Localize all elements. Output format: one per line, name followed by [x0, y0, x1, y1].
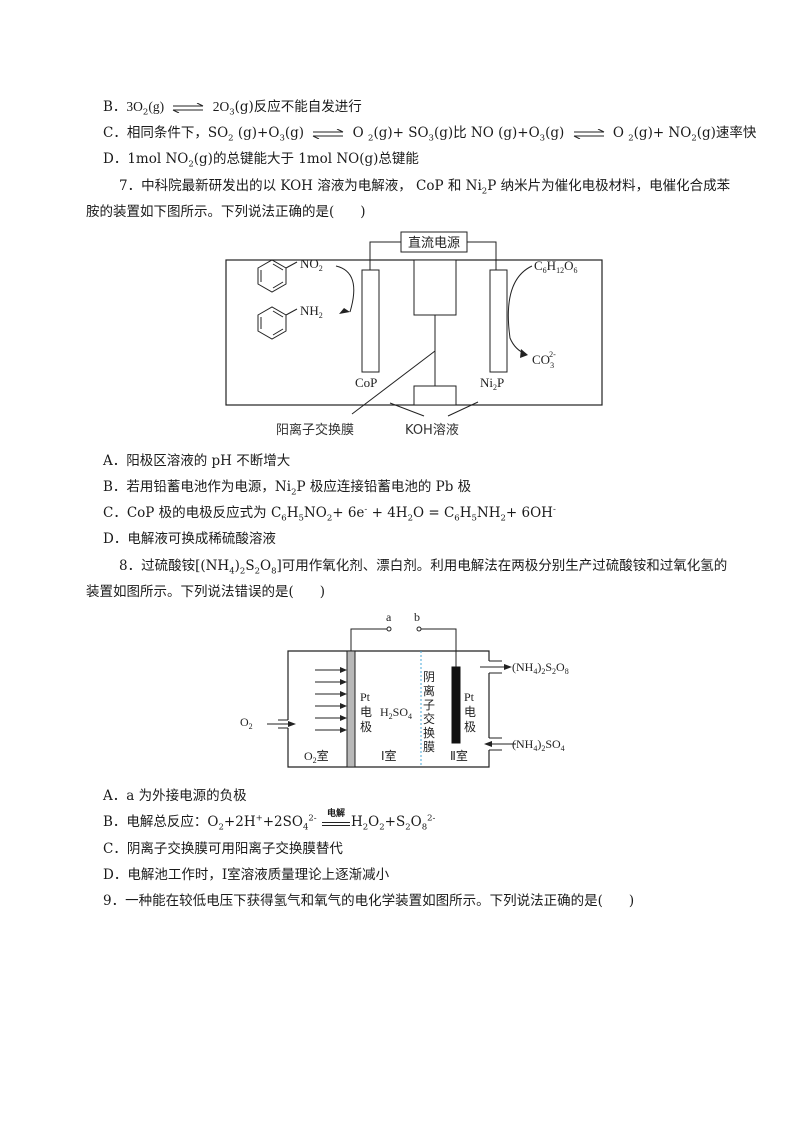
q9-stem: 9．一种能在较低电压下获得氢气和氧气的电化学装置如图所示。下列说法正确的是(): [103, 893, 635, 909]
svg-text:极: 极: [360, 720, 372, 734]
svg-text:b: b: [414, 610, 420, 624]
q6-option-d: D．1mol NO2(g)的总键能大于 1mol NO(g)总键能: [103, 151, 419, 170]
svg-text:阴: 阴: [423, 670, 435, 684]
equilibrium-arrow-icon: [173, 102, 204, 113]
q6-option-b: B．3O2(g) 2O3(g)反应不能自发进行: [103, 99, 362, 118]
svg-text:Ⅰ室: Ⅰ室: [381, 748, 397, 763]
equilibrium-arrow-icon: [313, 128, 344, 139]
q7-option-c: C．CoP 极的电极反应式为 C6H5NO2+ 6e- + 4H2O = C6H…: [103, 504, 556, 524]
solution-label: KOH溶液: [405, 423, 459, 438]
q8-electrolysis-diagram: a b O2 O2室 Pt 电 极 Pt 电 极: [240, 610, 569, 768]
svg-text:NH2: NH2: [300, 303, 323, 320]
svg-text:Ni2P: Ni2P: [480, 375, 504, 392]
equilibrium-arrow-icon: [573, 128, 604, 139]
q8-stem-line2: 装置如图所示。下列说法错误的是(): [86, 584, 326, 600]
svg-text:Pt: Pt: [464, 690, 475, 704]
svg-text:(NH4)2S2O8: (NH4)2S2O8: [512, 660, 569, 676]
svg-text:电: 电: [360, 705, 372, 719]
q7-electrolysis-diagram: 直流电源 NO2 NH2 CoP Ni2P C6H12O6 CO32- 阳离子交…: [225, 231, 603, 438]
svg-text:电: 电: [464, 705, 476, 719]
q8-option-a: A．a 为外接电源的负极: [103, 788, 247, 804]
svg-text:(NH4)2SO4: (NH4)2SO4: [512, 737, 565, 753]
svg-text:C6H12O6: C6H12O6: [534, 258, 577, 275]
svg-text:子: 子: [423, 698, 435, 712]
q8-option-d: D．电解池工作时，Ⅰ室溶液质量理论上逐渐减小: [103, 867, 390, 883]
svg-text:膜: 膜: [423, 740, 435, 754]
svg-text:交: 交: [423, 711, 435, 726]
svg-text:NO2: NO2: [300, 256, 323, 273]
q7-stem-line1: 7．中科院最新研发出的以 KOH 溶液为电解液， CoP 和 Ni2P 纳米片为…: [119, 178, 731, 197]
power-source-label: 直流电源: [408, 236, 460, 251]
membrane-label: 阳离子交换膜: [276, 422, 354, 438]
svg-text:离: 离: [423, 683, 435, 698]
svg-text:极: 极: [464, 720, 476, 734]
svg-text:Pt: Pt: [360, 690, 371, 704]
q7-stem-line2: 胺的装置如下图所示。下列说法正确的是(): [86, 204, 366, 220]
q7-option-b: B．若用铅蓄电池作为电源，Ni2P 极应连接铅蓄电池的 Pb 极: [103, 479, 472, 498]
svg-text:O2: O2: [240, 715, 253, 731]
q7-option-a: A．阳极区溶液的 pH 不断增大: [103, 453, 291, 469]
svg-text:CO32-: CO32-: [532, 350, 556, 370]
q7-option-d: D．电解液可换成稀硫酸溶液: [103, 531, 276, 547]
svg-text:Ⅱ室: Ⅱ室: [450, 748, 468, 763]
svg-text:a: a: [386, 610, 392, 624]
electrolysis-condition-sign: 电解: [321, 809, 350, 827]
svg-text:O2室: O2室: [304, 748, 329, 765]
svg-text:换: 换: [423, 726, 435, 740]
svg-text:H2SO4: H2SO4: [380, 705, 412, 721]
svg-text:CoP: CoP: [355, 375, 377, 390]
q8-option-c: C．阴离子交换膜可用阳离子交换膜替代: [103, 841, 343, 857]
q6-option-c: C．相同条件下，SO2 (g)+O3(g) O 2(g)+ SO3(g)比 NO…: [103, 125, 757, 144]
q8-stem-line1: 8．过硫酸铵[(NH4)2S2O8]可用作氧化剂、漂白剂。利用电解法在两极分别生…: [119, 558, 728, 577]
